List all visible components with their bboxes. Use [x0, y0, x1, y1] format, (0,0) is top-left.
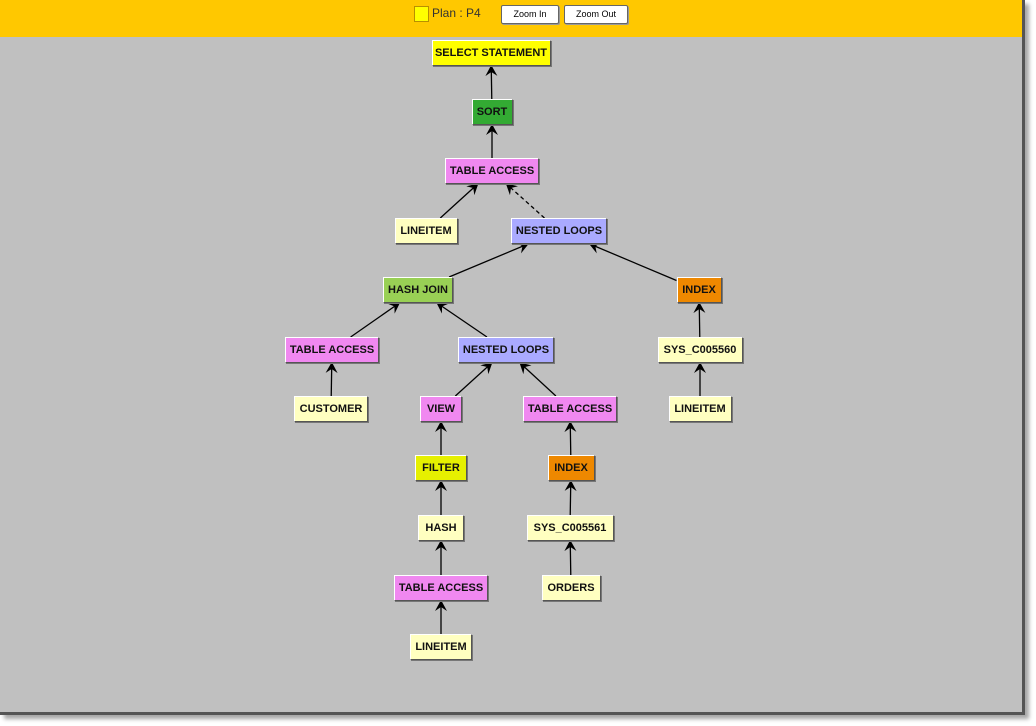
plan-edge-arrow [436, 302, 488, 338]
plan-node-hash-join[interactable]: HASH JOIN [383, 277, 453, 303]
plan-node-lineitem[interactable]: LINEITEM [394, 218, 458, 244]
plan-node-view[interactable]: VIEW [420, 396, 462, 422]
plan-edge-arrow [588, 242, 677, 282]
plan-node-index[interactable]: INDEX [676, 277, 722, 303]
plan-edge-arrow [350, 302, 401, 338]
plan-node-filter[interactable]: FILTER [415, 455, 467, 481]
plan-node-sys-c005561[interactable]: SYS_C005561 [526, 515, 614, 541]
plan-edge-arrow [519, 362, 557, 397]
plan-edge-arrow [439, 183, 479, 219]
plan-node-customer[interactable]: CUSTOMER [294, 396, 368, 422]
zoom-out-button[interactable]: Zoom Out [564, 5, 628, 24]
plan-viewer-window: Plan : P4 Zoom In Zoom Out SELECT STATEM… [0, 0, 1025, 715]
plan-node-select-statement[interactable]: SELECT STATEMENT [431, 40, 551, 66]
plan-node-table-access[interactable]: TABLE ACCESS [394, 575, 488, 601]
plan-node-sort[interactable]: SORT [471, 99, 513, 125]
plan-node-nested-loops[interactable]: NESTED LOOPS [458, 337, 554, 363]
plan-node-table-access[interactable]: TABLE ACCESS [285, 337, 379, 363]
plan-edges [325, 65, 706, 634]
plan-label: Plan : P4 [432, 6, 481, 20]
plan-node-hash[interactable]: HASH [418, 515, 464, 541]
plan-node-orders[interactable]: ORDERS [541, 575, 601, 601]
plan-edge-arrow [448, 242, 529, 278]
plan-node-sys-c005560[interactable]: SYS_C005560 [657, 337, 743, 363]
plan-edge-arrow [505, 183, 545, 219]
plan-edge-arrow [564, 480, 577, 516]
plan-edge-arrow [564, 421, 577, 456]
plan-node-index[interactable]: INDEX [547, 455, 595, 481]
plan-node-lineitem[interactable]: LINEITEM [668, 396, 732, 422]
zoom-in-button[interactable]: Zoom In [501, 5, 559, 24]
plan-color-swatch [414, 6, 429, 22]
plan-tree-canvas: SELECT STATEMENT SORT TABLE ACCESS LINEITEM… [0, 37, 1022, 712]
plan-node-table-access[interactable]: TABLE ACCESS [445, 158, 539, 184]
plan-node-table-access[interactable]: TABLE ACCESS [523, 396, 617, 422]
toolbar: Plan : P4 Zoom In Zoom Out [0, 0, 1022, 37]
plan-node-lineitem[interactable]: LINEITEM [410, 634, 472, 660]
plan-node-nested-loops[interactable]: NESTED LOOPS [511, 218, 607, 244]
plan-edge-arrow [693, 302, 706, 338]
plan-edge-arrow [325, 362, 338, 397]
plan-edge-arrow [454, 362, 493, 397]
plan-edge-arrow [485, 65, 498, 100]
plan-edge-arrow [564, 540, 577, 576]
